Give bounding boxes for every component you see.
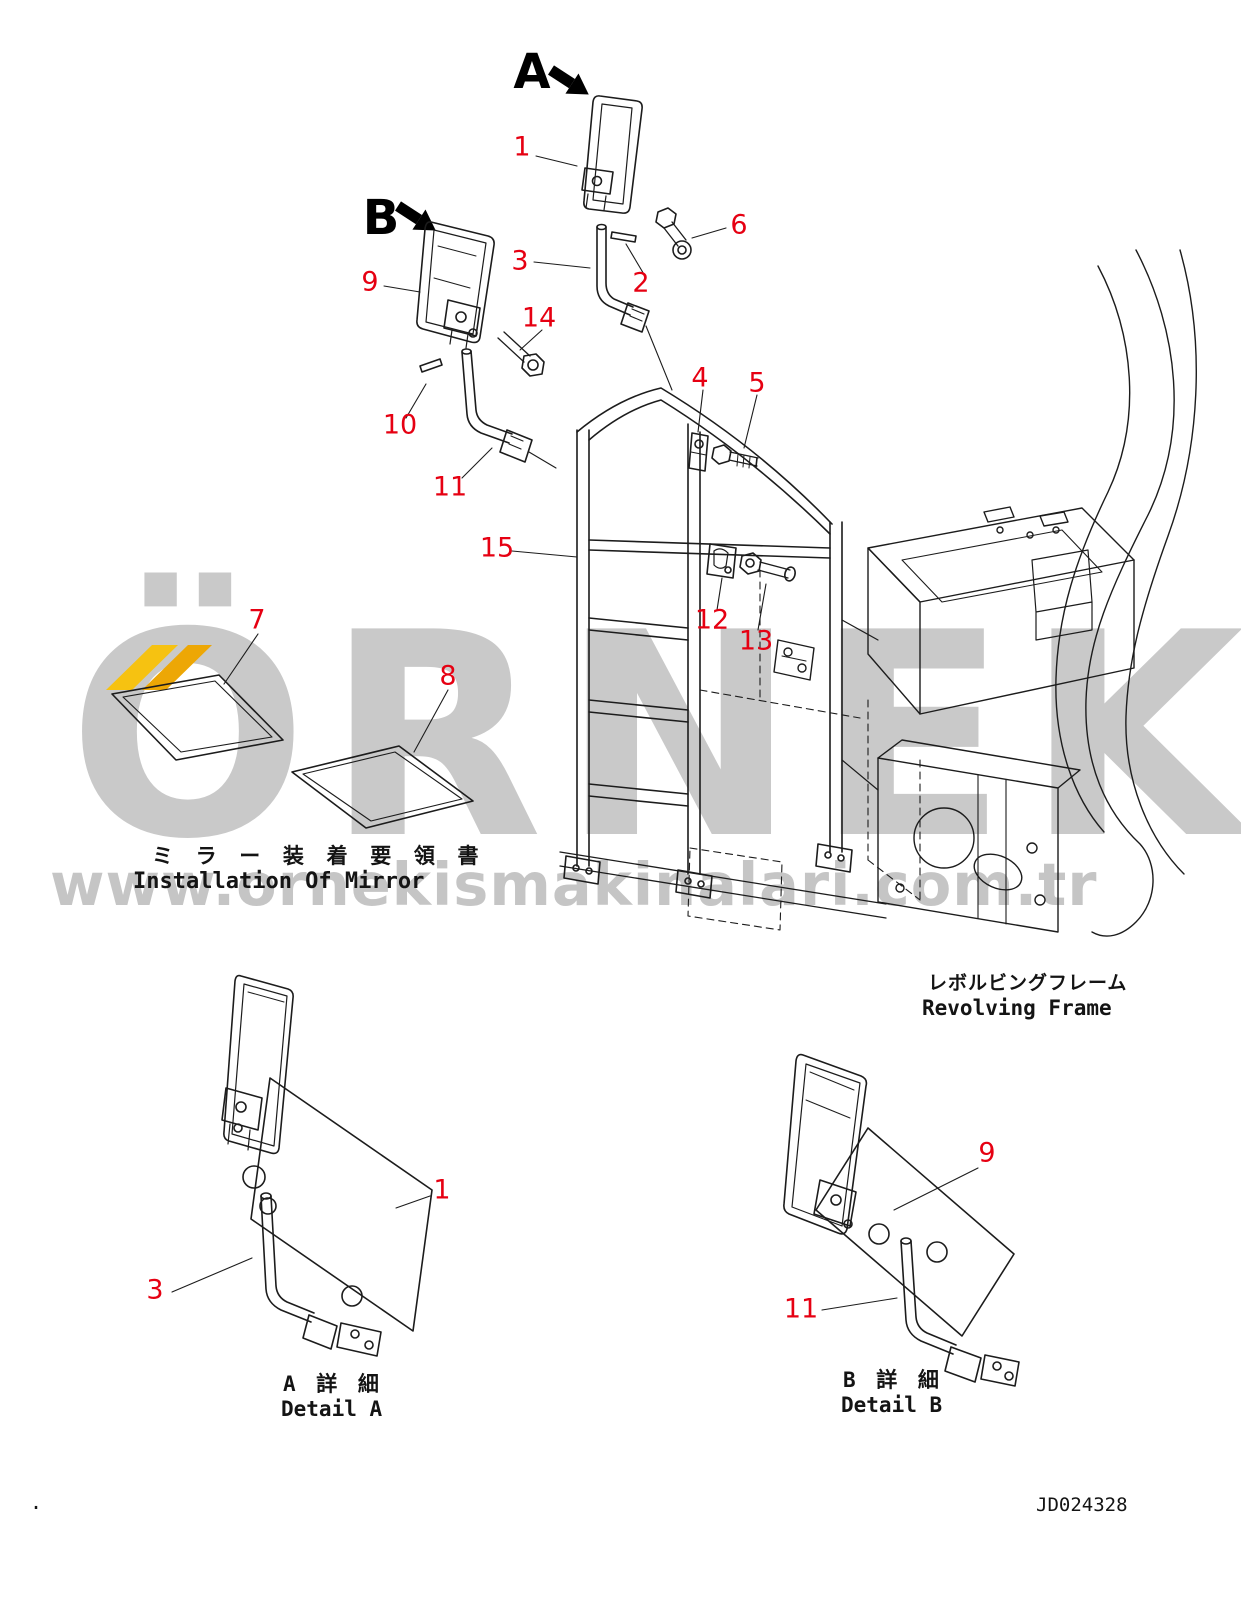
margin-dot: . [30, 1490, 43, 1514]
clamp-bolt-4-5-drawing [688, 432, 759, 472]
revolving-frame-drawing [687, 249, 1197, 937]
callout-8: 8 [439, 660, 457, 692]
handrail-drawing [559, 387, 887, 919]
callout-3: 3 [511, 245, 529, 277]
mirror-a-drawing [581, 95, 692, 391]
callout-7: 7 [248, 604, 266, 636]
revolving-frame-label-en: Revolving Frame [922, 996, 1112, 1020]
callout-12: 12 [694, 604, 730, 636]
callout-1: 1 [513, 131, 531, 163]
callout-11: 11 [432, 471, 468, 503]
leader-lines [171, 155, 979, 1311]
callout-5: 5 [748, 367, 766, 399]
callout-9: 9 [361, 266, 379, 298]
installation-title-en: Installation Of Mirror [133, 869, 425, 894]
detail-b-drawing [783, 1053, 1020, 1387]
callout-15: 15 [479, 532, 515, 564]
detail-a-label-en: Detail A [281, 1397, 383, 1421]
callout-detail-b-9: 9 [978, 1137, 996, 1169]
callout-4: 4 [691, 362, 709, 394]
clamp-bolt-12-13-drawing [706, 543, 796, 582]
watermark-brand: ÖRNEK [68, 572, 1241, 901]
view-a-label: A [513, 44, 551, 100]
sheet-7-drawing [111, 674, 284, 761]
callout-detail-a-1: 1 [433, 1174, 451, 1206]
callout-10: 10 [382, 409, 418, 441]
installation-title-jp: ミ ラ ー 装 着 要 領 書 [152, 844, 484, 868]
callout-6: 6 [730, 209, 748, 241]
callout-14: 14 [521, 302, 557, 334]
detail-a-label-jp: A 詳 細 [283, 1372, 383, 1396]
callout-2: 2 [632, 267, 650, 299]
mirror-b-drawing [416, 221, 557, 469]
view-b-label: B [362, 190, 400, 246]
detail-a-drawing [221, 974, 433, 1357]
sheet-8-drawing [291, 745, 474, 829]
callout-detail-b-11: 11 [783, 1293, 819, 1325]
detail-b-label-jp: B 詳 細 [843, 1368, 943, 1392]
view-b-arrow [395, 201, 436, 231]
callout-detail-a-3: 3 [146, 1274, 164, 1306]
watermark-url: www.ornekismakinalari.com.tr [50, 850, 1098, 919]
revolving-frame-label-jp: レボルビングフレーム [928, 972, 1128, 994]
drawing-number: JD024328 [1036, 1494, 1128, 1516]
detail-b-label-en: Detail B [841, 1393, 943, 1417]
callout-13: 13 [738, 625, 774, 657]
view-a-arrow [548, 65, 589, 95]
